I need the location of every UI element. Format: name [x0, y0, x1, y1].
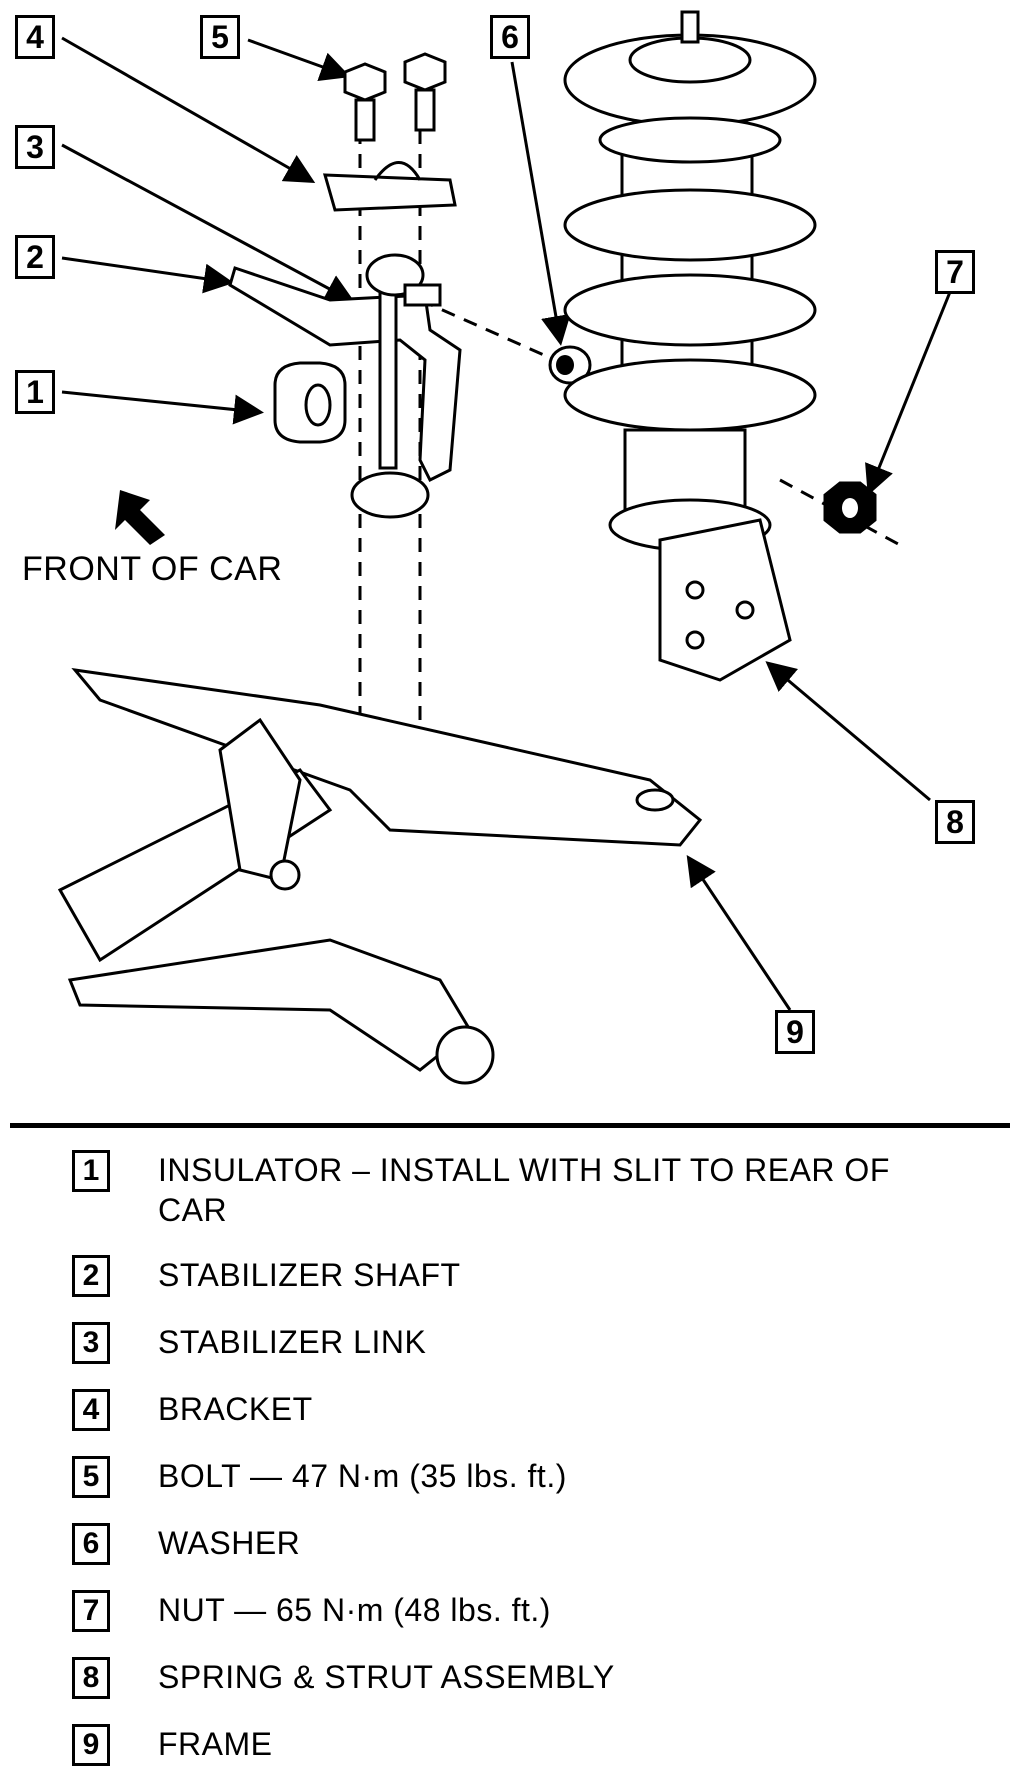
- legend-description: FRAME: [158, 1726, 273, 1762]
- legend-description: INSULATOR – INSTALL WITH SLIT TO REAR OF…: [158, 1152, 890, 1228]
- legend-description: NUT — 65 N·m (48 lbs. ft.): [158, 1592, 551, 1628]
- legend-number-badge: 8: [72, 1657, 110, 1699]
- callout-1: 1: [15, 370, 55, 414]
- front-of-car-label: FRONT OF CAR: [22, 550, 283, 588]
- legend-description: SPRING & STRUT ASSEMBLY: [158, 1659, 615, 1695]
- legend-number-badge: 6: [72, 1523, 110, 1565]
- legend-item: 1 INSULATOR – INSTALL WITH SLIT TO REAR …: [72, 1150, 1012, 1230]
- legend-number-badge: 3: [72, 1322, 110, 1364]
- legend-description: STABILIZER LINK: [158, 1324, 427, 1360]
- callout-7: 7: [935, 250, 975, 294]
- leader-lines: [61, 36, 952, 1011]
- legend-item: 3 STABILIZER LINK: [72, 1322, 1012, 1364]
- divider-line: [10, 1123, 1010, 1128]
- front-direction-arrow-icon: [115, 490, 165, 545]
- legend-number-badge: 9: [72, 1724, 110, 1766]
- callout-6: 6: [490, 15, 530, 59]
- bolts: [343, 52, 447, 142]
- exploded-view-diagram: 4 5 6 3 2 7 1 8 9 FRONT OF CAR: [15, 10, 975, 1085]
- callout-2: 2: [15, 235, 55, 279]
- spring-strut-shape: [563, 10, 817, 682]
- suspension-illustration: [57, 10, 952, 1085]
- legend-description: BRACKET: [158, 1391, 313, 1427]
- legend-description: STABILIZER SHAFT: [158, 1257, 461, 1293]
- legend-number-badge: 1: [72, 1150, 110, 1192]
- legend-item: 5 BOLT — 47 N·m (35 lbs. ft.): [72, 1456, 1012, 1498]
- legend-number-badge: 7: [72, 1590, 110, 1632]
- legend-number-badge: 5: [72, 1456, 110, 1498]
- legend-item: 4 BRACKET: [72, 1389, 1012, 1431]
- insulator-shape: [273, 361, 347, 444]
- parts-legend: 1 INSULATOR – INSTALL WITH SLIT TO REAR …: [72, 1150, 1012, 1791]
- legend-item: 7 NUT — 65 N·m (48 lbs. ft.): [72, 1590, 1012, 1632]
- legend-item: 8 SPRING & STRUT ASSEMBLY: [72, 1657, 1012, 1699]
- callout-3: 3: [15, 125, 55, 169]
- legend-item: 9 FRAME: [72, 1724, 1012, 1766]
- legend-description: BOLT — 47 N·m (35 lbs. ft.): [158, 1458, 567, 1494]
- callout-8: 8: [935, 800, 975, 844]
- legend-item: 2 STABILIZER SHAFT: [72, 1255, 1012, 1297]
- callout-4: 4: [15, 15, 55, 59]
- frame-shape: [57, 667, 703, 1085]
- legend-number-badge: 4: [72, 1389, 110, 1431]
- stabilizer-link-shape: [350, 253, 442, 519]
- callout-9: 9: [775, 1010, 815, 1054]
- legend-description: WASHER: [158, 1525, 301, 1561]
- legend-number-badge: 2: [72, 1255, 110, 1297]
- legend-item: 6 WASHER: [72, 1523, 1012, 1565]
- callout-5: 5: [200, 15, 240, 59]
- bracket-shape: [322, 161, 457, 212]
